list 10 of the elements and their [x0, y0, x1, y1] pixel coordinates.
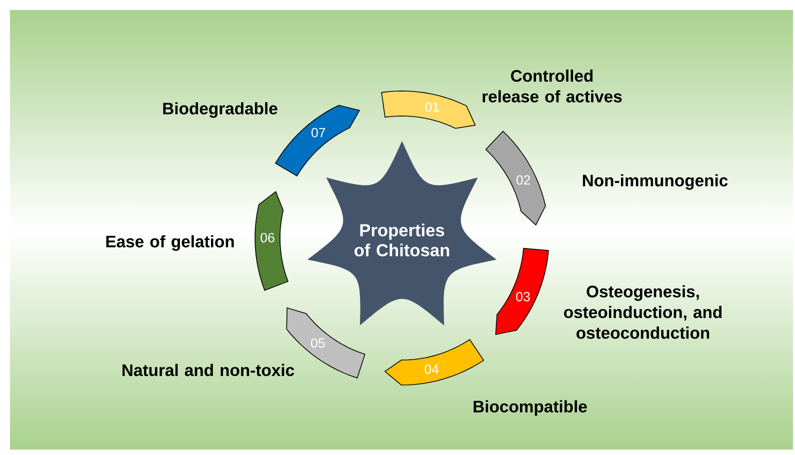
- property-label: Ease of gelation: [106, 235, 234, 251]
- arrow-segment: 01: [381, 90, 476, 129]
- arrow-segment: 02: [485, 130, 546, 226]
- arrow-segment: 03: [495, 248, 549, 336]
- property-label: Non-immunogenic: [582, 174, 728, 190]
- property-label: Biocompatible: [474, 400, 587, 416]
- arrow-segment: 06: [254, 191, 288, 291]
- property-label: Osteogenesis, osteoinduction, and osteoconduction: [564, 285, 722, 339]
- property-label: Controlled release of actives: [482, 70, 622, 102]
- property-label: Biodegradable: [163, 102, 278, 118]
